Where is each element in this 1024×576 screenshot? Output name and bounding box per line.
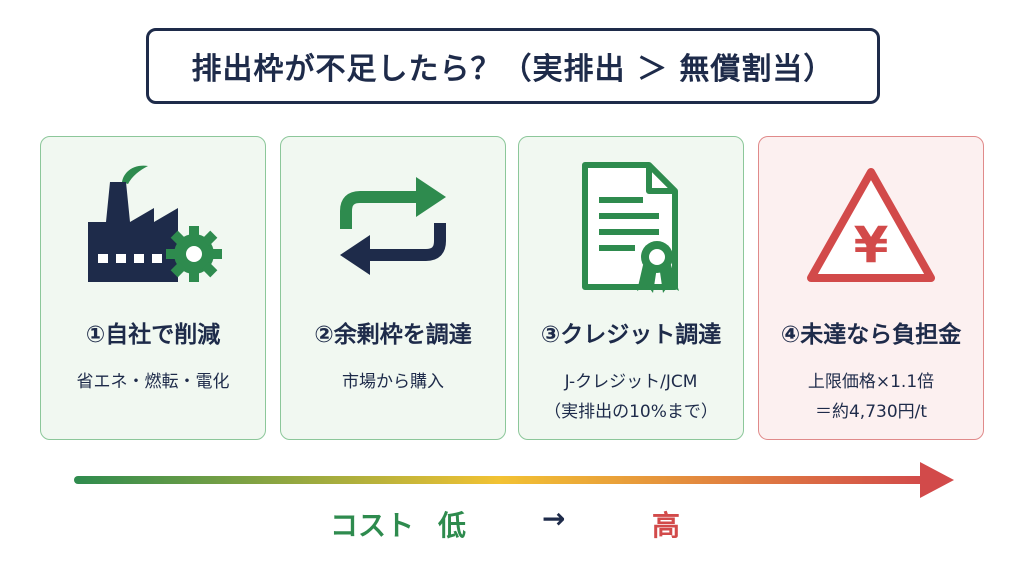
card-title: ④未達なら負担金 (780, 322, 962, 348)
card-desc: 市場から購入 (281, 367, 505, 397)
cost-arrow: → (542, 502, 566, 535)
card-surplus-purchase: ②余剰枠を調達 市場から購入 (280, 136, 506, 440)
card-desc-line: 上限価格×1.1倍 (807, 372, 935, 392)
card-desc-line: 市場から購入 (342, 372, 444, 392)
card-desc: 上限価格×1.1倍 ＝約4,730円/t (759, 367, 983, 427)
cost-gradient-arrow (74, 458, 954, 502)
card-desc-line: ＝約4,730円/t (814, 402, 928, 422)
factory-gear-icon (41, 157, 265, 297)
cost-low: 低 (438, 509, 467, 542)
title-box: 排出枠が不足したら？（実排出 ＞ 無償割当） (146, 28, 880, 104)
card-penalty: ¥ ④未達なら負担金 上限価格×1.1倍 ＝約4,730円/t (758, 136, 984, 440)
card-desc-line: （実排出の10%まで） (544, 402, 718, 422)
certificate-icon (519, 157, 743, 297)
cost-scale: コスト 低 → 高 (0, 500, 1024, 550)
yen-warning-icon: ¥ (759, 157, 983, 297)
card-self-reduction: ①自社で削減 省エネ・燃転・電化 (40, 136, 266, 440)
card-title: ①自社で削減 (85, 322, 221, 348)
cost-high: 高 (652, 509, 681, 542)
card-desc: J-クレジット/JCM （実排出の10%まで） (519, 367, 743, 427)
card-credit-procurement: ③クレジット調達 J-クレジット/JCM （実排出の10%まで） (518, 136, 744, 440)
svg-text:¥: ¥ (854, 216, 889, 274)
exchange-arrows-icon (281, 157, 505, 297)
card-desc: 省エネ・燃転・電化 (41, 367, 265, 397)
page-title: 排出枠が不足したら？（実排出 ＞ 無償割当） (191, 52, 835, 87)
card-desc-line: 省エネ・燃転・電化 (76, 372, 230, 392)
card-title: ③クレジット調達 (540, 322, 722, 348)
card-desc-line: J-クレジット/JCM (564, 372, 698, 392)
card-title: ②余剰枠を調達 (314, 322, 472, 348)
cost-label: コスト (330, 509, 415, 542)
